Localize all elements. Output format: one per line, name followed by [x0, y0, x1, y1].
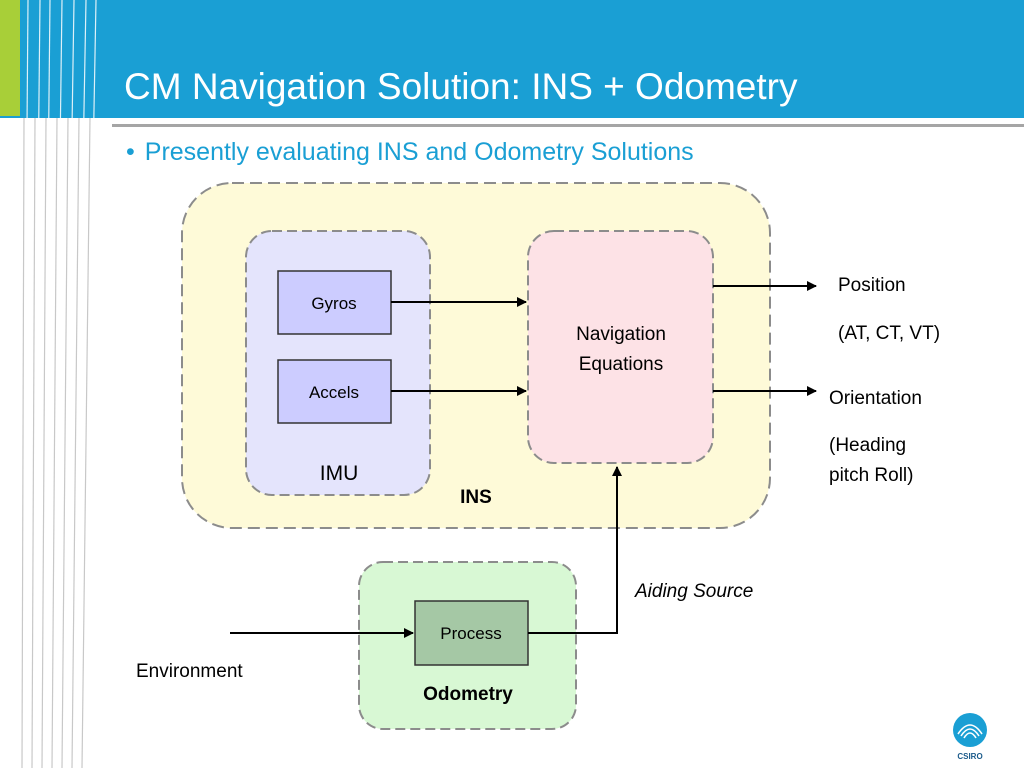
header-band — [0, 0, 1024, 118]
position-label: Position — [838, 275, 906, 296]
environment-label: Environment — [136, 661, 243, 682]
aiding-source-arrow — [528, 466, 622, 634]
navigation-label-line2: Equations — [579, 354, 664, 375]
title-rule — [112, 124, 1024, 127]
orientation-line2: pitch Roll) — [829, 465, 913, 486]
navigation-label-line1: Navigation — [576, 324, 666, 345]
accels-label: Accels — [309, 383, 359, 402]
imu-label: IMU — [320, 462, 359, 485]
csiro-logo-icon — [953, 713, 987, 747]
bullet-item: • Presently evaluating INS and Odometry S… — [126, 138, 694, 167]
accent-bar — [0, 0, 20, 116]
bullet-text: Presently evaluating INS and Odometry So… — [144, 138, 694, 166]
process-label: Process — [440, 624, 501, 643]
orientation-line1: (Heading — [829, 435, 906, 456]
navigation-equations-box — [527, 230, 714, 464]
orientation-label: Orientation — [829, 388, 922, 409]
process-box — [414, 600, 529, 666]
position-axes-label: (AT, CT, VT) — [838, 323, 940, 344]
svg-text:CSIRO: CSIRO — [957, 752, 982, 761]
slide-title: CM Navigation Solution: INS + Odometry — [124, 66, 798, 107]
bullet-dot: • — [126, 138, 135, 166]
decorative-lines — [21, 0, 97, 768]
csiro-logo: CSIRO — [953, 713, 987, 761]
gyros-label: Gyros — [311, 294, 356, 313]
ins-label: INS — [460, 487, 492, 508]
odometry-label: Odometry — [423, 684, 513, 705]
aiding-source-label: Aiding Source — [634, 581, 753, 602]
